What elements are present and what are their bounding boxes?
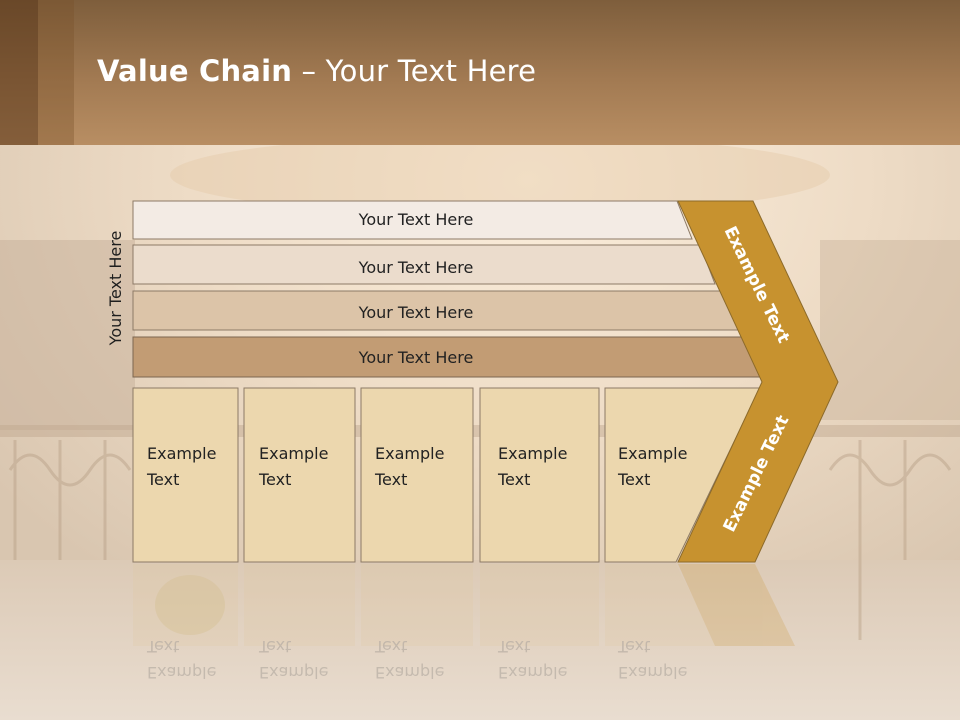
reflection-text: Example <box>259 663 328 682</box>
primary-box-line1: Example <box>147 444 216 463</box>
primary-box <box>132 387 239 563</box>
primary-box-line2: Text <box>617 470 650 489</box>
header-accent-mid <box>38 0 74 145</box>
primary-box-line2: Text <box>374 470 407 489</box>
reflection-text: Example <box>618 663 687 682</box>
primary-box-line1: Example <box>259 444 328 463</box>
primary-box-line2: Text <box>497 470 530 489</box>
reflection-text: Text <box>146 637 179 656</box>
primary-box <box>360 387 474 563</box>
primary-box <box>604 387 761 563</box>
diagram-reflection: Text Example Text Example Text Example T… <box>133 564 795 682</box>
reflection-text: Example <box>147 663 216 682</box>
title-rest: – Your Text Here <box>292 54 537 88</box>
support-row-label: Your Text Here <box>358 303 474 322</box>
reflection-text: Example <box>375 663 444 682</box>
support-row-label: Your Text Here <box>358 258 474 277</box>
primary-box-line1: Example <box>498 444 567 463</box>
primary-box-line2: Text <box>146 470 179 489</box>
primary-box <box>479 387 600 563</box>
slide-title: Value Chain – Your Text Here <box>97 54 536 88</box>
support-row-shape <box>132 244 716 285</box>
primary-box-line1: Example <box>618 444 687 463</box>
primary-box-line1: Example <box>375 444 444 463</box>
margin-chevron <box>677 200 839 563</box>
support-rows: Your Text Here Your Text Here Your Text … <box>132 200 763 378</box>
support-row-shape <box>132 200 693 240</box>
header-band <box>0 0 960 145</box>
support-row-label: Your Text Here <box>358 348 474 367</box>
primary-boxes: Example Text Example Text Example Text E… <box>132 387 761 563</box>
header-accent-dark <box>0 0 38 145</box>
side-label: Your Text Here <box>106 231 125 347</box>
reflection-text: Text <box>258 637 291 656</box>
reflection-text: Example <box>498 663 567 682</box>
reflection-text: Text <box>497 637 530 656</box>
title-bold: Value Chain <box>97 54 293 88</box>
primary-box <box>243 387 356 563</box>
reflection-text: Text <box>617 637 650 656</box>
support-row-label: Your Text Here <box>358 210 474 229</box>
primary-box-line2: Text <box>258 470 291 489</box>
reflection-text: Text <box>374 637 407 656</box>
